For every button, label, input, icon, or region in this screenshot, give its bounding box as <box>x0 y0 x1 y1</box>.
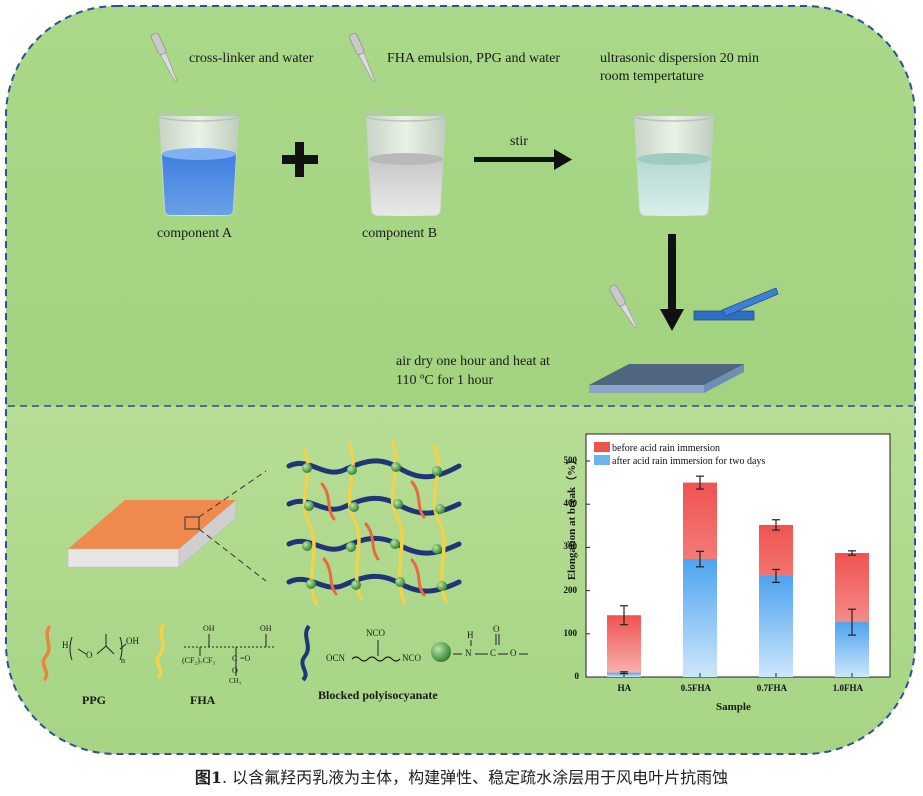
y-tick-label: 100 <box>563 627 578 638</box>
urethane-c: C <box>490 648 497 658</box>
ppg-label: PPG <box>82 693 106 707</box>
urethane-node-icon <box>431 642 451 662</box>
isocyanate-chain-icon <box>300 624 311 682</box>
bar-before <box>607 615 641 677</box>
legend-before: before acid rain immersion <box>612 443 721 454</box>
isocyanate-structure <box>351 656 401 662</box>
fha-oh1: OH <box>203 624 215 633</box>
y-tick-label: 500 <box>563 455 578 465</box>
iso-ocn: OCN <box>326 653 346 663</box>
legend-swatch-before <box>594 442 610 452</box>
x-tick-label: 1.0FHA <box>832 683 864 693</box>
beaker-a-icon <box>158 110 240 216</box>
urethane-h: H <box>467 630 474 640</box>
ppg-chain-icon <box>41 624 52 682</box>
dropper-icon <box>609 284 638 329</box>
bar-after <box>683 559 717 677</box>
bar-after <box>759 575 793 677</box>
x-tick-label: HA <box>617 683 632 693</box>
dropper1-text: cross-linker and water <box>189 51 314 66</box>
coating-plate-icon <box>67 470 267 582</box>
x-tick-label: 0.7FHA <box>756 683 788 693</box>
fha-cf: (CF₂)₇CF₃ <box>182 656 216 665</box>
chart-xlabel: Sample <box>716 701 751 713</box>
ppg-h: H <box>62 640 69 650</box>
y-tick-label: 300 <box>563 541 578 552</box>
fha-structure <box>184 634 276 676</box>
fha-chain-icon <box>155 622 166 680</box>
dropper-icon <box>150 32 178 83</box>
caption-text: . 以含氟羟丙乳液为主体，构建弹性、稳定疏水涂层用于风电叶片抗雨蚀 <box>221 768 729 787</box>
urethane-o-right: O <box>510 648 517 658</box>
dispersion-text: ultrasonic dispersion 20 min <box>600 51 760 66</box>
coated-plate-icon <box>589 364 744 393</box>
y-tick-label: 0 <box>574 671 580 681</box>
polymer-network <box>286 440 462 606</box>
stir-label: stir <box>510 134 528 149</box>
ppg-n: n <box>121 656 125 665</box>
ppg-structure <box>69 634 127 661</box>
y-tick-label: 400 <box>563 498 578 509</box>
urethane-n: N <box>465 648 472 658</box>
blocked-polyisocyanate-label: Blocked polyisocyanate <box>318 688 438 702</box>
y-tick-label: 200 <box>563 584 578 595</box>
legend-swatch-after <box>594 455 610 465</box>
dropper2-text: FHA emulsion, PPG and water <box>387 51 561 66</box>
cure-text-line1: air dry one hour and heat at <box>396 354 550 369</box>
fha-eqo: =O <box>240 654 251 663</box>
component-a-label: component A <box>157 226 233 241</box>
fha-label: FHA <box>190 693 216 707</box>
beaker-mixed-icon <box>633 110 715 216</box>
fha-oh2: OH <box>260 624 272 633</box>
applicator-icon <box>693 287 779 321</box>
ppg-o: O <box>86 650 93 660</box>
cure-text-line2: 110 ºC for 1 hour <box>396 373 494 388</box>
plus-icon <box>282 142 318 177</box>
caption-fig: 图1 <box>194 768 222 787</box>
x-tick-label: 0.5FHA <box>680 683 712 693</box>
component-b-label: component B <box>362 226 438 241</box>
arrow-right-icon <box>474 149 572 170</box>
iso-nco-right: NCO <box>402 653 422 663</box>
beaker-b-icon <box>365 110 447 216</box>
schematic-figure: cross-linker and water FHA emulsion, PPG… <box>4 4 917 756</box>
fha-o: O <box>232 666 238 675</box>
fha-ch3: CH₃ <box>229 677 242 685</box>
urethane-structure <box>453 634 528 655</box>
arrow-down-icon <box>660 234 684 331</box>
legend-after: after acid rain immersion for two days <box>612 456 766 467</box>
figure-caption: 图1. 以含氟羟丙乳液为主体，构建弹性、稳定疏水涂层用于风电叶片抗雨蚀 <box>0 764 923 788</box>
temperature-text: room tempertature <box>600 69 704 84</box>
urethane-o-top: O <box>493 624 500 634</box>
elongation-chart <box>585 433 891 678</box>
ppg-oh: OH <box>126 636 139 646</box>
dropper-icon <box>348 32 376 83</box>
iso-nco-top: NCO <box>366 628 386 638</box>
fha-c: C <box>232 654 238 663</box>
